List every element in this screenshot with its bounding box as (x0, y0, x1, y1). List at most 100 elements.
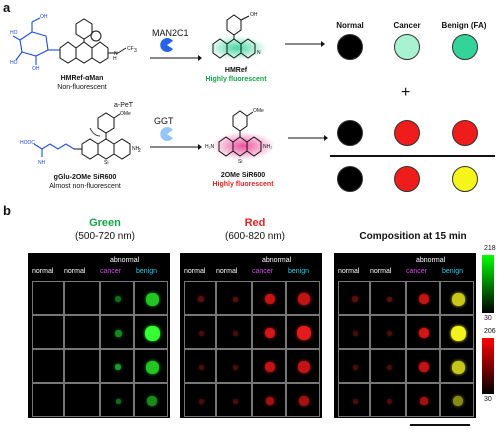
tissue-spot (147, 396, 157, 406)
apet-label: a-PeT (114, 102, 134, 109)
tissue-spot (450, 325, 466, 341)
svg-text:NH₂: NH₂ (263, 144, 272, 150)
tissue-spot (232, 330, 238, 336)
cbar-red-max: 206 (484, 328, 496, 335)
svg-text:OH: OH (250, 12, 258, 18)
cbar-red (482, 338, 494, 394)
svg-text:OMe: OMe (253, 108, 264, 114)
tissue-spot (198, 296, 204, 302)
circle-r2-benign (452, 166, 478, 192)
tissue-cell (440, 315, 474, 349)
tissue-spot (352, 364, 358, 370)
tissue-cell (338, 383, 370, 417)
substrate-bottom-sub: Almost non-fluorescent (49, 183, 121, 190)
product-top-name: HMRef (224, 67, 248, 74)
svg-text:OMe: OMe (120, 111, 131, 117)
enzyme-man2c1: MAN2C1 (152, 28, 189, 38)
tissue-cell (216, 383, 252, 417)
tissue-cell (286, 349, 320, 383)
product-top-sub: Highly fluorescent (205, 76, 267, 83)
tissue-cell (440, 349, 474, 383)
tissue-cell (406, 281, 440, 315)
tissue-spot (298, 293, 310, 305)
svg-text:H₂N: H₂N (205, 144, 215, 150)
tissue-spot (115, 398, 121, 404)
hmref-structure: OHN (207, 12, 267, 60)
scale-bar (410, 424, 470, 426)
tissue-cell (134, 349, 168, 383)
panel-b-letter: b (3, 203, 11, 218)
tissue-spot (386, 364, 392, 370)
tissue-spot (297, 326, 311, 340)
tissue-spot (144, 325, 160, 341)
tissue-cell (134, 315, 168, 349)
enzyme-ggt: GGT (154, 116, 174, 126)
tissue-spot (298, 361, 310, 373)
label-normal-1: normal (184, 268, 206, 275)
tissue-spot (419, 294, 429, 304)
circle-r1-cancer (394, 120, 420, 146)
tissue-cell (370, 281, 406, 315)
tissue-spot (198, 398, 204, 404)
substrate-top-sub: Non-fluorescent (57, 84, 107, 91)
arrow-bottom-1 (150, 144, 202, 150)
tissue-cell (100, 383, 134, 417)
tissue-spot (420, 397, 428, 405)
green-range: (500-720 nm) (74, 231, 136, 242)
label-cancer: cancer (252, 268, 274, 275)
circle-r2-normal (337, 166, 363, 192)
tissue-spot (386, 330, 392, 336)
cbar-red-min: 30 (484, 396, 492, 403)
enzyme-blue-icon (160, 38, 173, 52)
tissue-cell (370, 349, 406, 383)
tissue-spot (451, 360, 465, 374)
green-title: Green (89, 217, 121, 229)
label-normal-2: normal (216, 268, 238, 275)
tissue-cell (440, 281, 474, 315)
cbar-green-min: 30 (484, 315, 492, 322)
circle-r0-normal (337, 34, 363, 60)
label-abnormal: abnormal (110, 257, 140, 264)
tissue-spot (299, 396, 309, 406)
tissue-cell (406, 315, 440, 349)
substrate-top-name: HMRef-αMan (60, 75, 104, 82)
tissue-spot (145, 360, 159, 374)
composition-title: Composition at 15 min (359, 231, 467, 242)
tissue-spot (453, 396, 463, 406)
tissue-cell (216, 281, 252, 315)
arrow-top-2 (285, 41, 325, 47)
tissue-spot (352, 330, 358, 336)
arrow-top-1 (150, 55, 202, 61)
col-normal: Normal (336, 21, 364, 30)
tissue-cell (184, 281, 216, 315)
label-benign: benign (288, 268, 310, 275)
tissue-cell (64, 349, 100, 383)
tissue-spot (232, 296, 238, 302)
substrate-bottom-name: gGlu-2OMe SiR600 (53, 174, 117, 181)
label-normal-2: normal (64, 268, 86, 275)
tissue-spot (352, 398, 358, 404)
svg-text:Si: Si (104, 160, 108, 166)
tissue-spot (265, 328, 275, 338)
svg-text:HOOC: HOOC (20, 140, 35, 146)
tissue-cell (184, 349, 216, 383)
circle-r0-cancer (394, 34, 420, 60)
tissue-spot (232, 398, 238, 404)
label-normal-2: normal (370, 268, 392, 275)
tissue-spot (232, 364, 238, 370)
tissue-cell (370, 315, 406, 349)
tissue-cell (100, 349, 134, 383)
tissue-spot (145, 292, 159, 306)
label-abnormal: abnormal (416, 257, 446, 264)
tissue-spot (115, 364, 121, 370)
svg-text:2: 2 (138, 148, 141, 154)
tissue-spot (266, 397, 274, 405)
red-title: Red (244, 217, 266, 229)
svg-text:OH: OH (32, 66, 40, 72)
tissue-cell (406, 383, 440, 417)
circle-r1-benign (452, 120, 478, 146)
tissue-cell (216, 315, 252, 349)
svg-text:CF: CF (127, 46, 134, 52)
